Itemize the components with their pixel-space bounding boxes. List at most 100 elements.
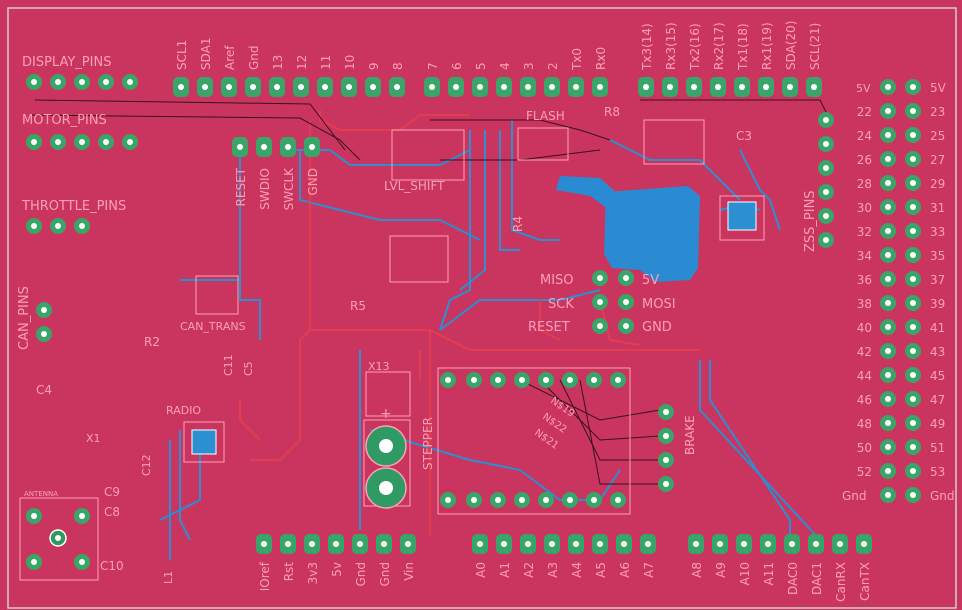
label-flash: FLASH: [526, 109, 565, 123]
double-header-left-label: 28: [857, 177, 872, 191]
double-header-left-label: 42: [857, 345, 872, 359]
zss-connector-pad: [818, 136, 834, 152]
motor-connector-pad: [74, 134, 90, 150]
header-top-left-label: Aref: [223, 45, 237, 70]
header-top-mid-pad: [472, 77, 488, 97]
double-header-left-label: 48: [857, 417, 872, 431]
driver-bottom-pad: [562, 492, 578, 508]
header-bottom-mid-pad: [592, 534, 608, 554]
header-top-mid-pad: [544, 77, 560, 97]
copper-pour-strip: [556, 176, 640, 214]
header-top-mid-label: 3: [522, 62, 536, 70]
header-swd-label: RESET: [234, 167, 248, 206]
header-top-left-pad: [245, 77, 261, 97]
double-header-right-label: 41: [930, 321, 945, 335]
header-top-mid-label: 2: [546, 62, 560, 70]
label-l1: L1: [162, 571, 175, 584]
header-bottom-right-label: DAC1: [810, 562, 824, 595]
pad-layer: [26, 74, 921, 570]
header-bottom-left-label: 3v3: [306, 562, 320, 584]
double-header-right-label: 27: [930, 153, 945, 167]
header-top-mid-pad: [496, 77, 512, 97]
header-top-right-label: Rx3(15): [664, 22, 678, 70]
can-connector-pad: [36, 326, 52, 342]
double-header-pad: [905, 247, 921, 263]
label-sck: SCK: [548, 297, 574, 312]
header-swd-pad: [256, 137, 272, 157]
double-header-left-label: 38: [857, 297, 872, 311]
double-header-pad: [905, 103, 921, 119]
header-top-mid-label: Tx0: [570, 48, 584, 71]
label-gnd-icsp: GND: [642, 320, 672, 335]
double-header-right-label: 39: [930, 297, 945, 311]
header-bottom-mid-pad: [496, 534, 512, 554]
double-header-pad: [905, 367, 921, 383]
display-connector-pad: [74, 74, 90, 90]
double-header-right-label: 23: [930, 105, 945, 119]
double-header-right-label: 31: [930, 201, 945, 215]
driver-bottom-pad: [490, 492, 506, 508]
label-c4: C4: [36, 383, 52, 397]
double-header-pad: [880, 199, 896, 215]
header-swd-pad: [232, 137, 248, 157]
double-header-right-label: 51: [930, 441, 945, 455]
header-bottom-left-pad: [256, 534, 272, 554]
label-x13: X13: [368, 360, 390, 373]
double-header-right-label: 49: [930, 417, 945, 431]
header-top-left-pad: [389, 77, 405, 97]
header-top-right-pad: [638, 77, 654, 97]
display-connector-pad: [122, 74, 138, 90]
double-header-pad: [905, 487, 921, 503]
double-header-pad: [905, 295, 921, 311]
motor-connector-pad: [122, 134, 138, 150]
double-header-pad: [905, 223, 921, 239]
header-bottom-left-label: IOref: [258, 561, 272, 591]
label-lvl-shift: LVL_SHIFT: [384, 179, 445, 193]
icsp-pad: [592, 318, 608, 334]
header-bottom-left-label: 5v: [330, 562, 344, 577]
header-bottom-right-pad: [808, 534, 824, 554]
header-bottom-right-label: CanTX: [858, 562, 872, 601]
throttle-connector-pad: [26, 218, 42, 234]
header-top-right-label: Tx3(14): [640, 23, 654, 71]
label-reset: RESET: [528, 320, 570, 335]
label-c9: C9: [104, 485, 120, 499]
double-header-left-label: 46: [857, 393, 872, 407]
icsp-pad: [592, 270, 608, 286]
double-header-pad: [880, 175, 896, 191]
header-bottom-left-pad: [400, 534, 416, 554]
header-top-right-label: SCL(21): [808, 23, 822, 70]
double-header-right-label: 53: [930, 465, 945, 479]
double-header-left-label: 22: [857, 105, 872, 119]
header-bottom-left-pad: [328, 534, 344, 554]
top-traces: [238, 110, 700, 535]
double-header-right-label: 29: [930, 177, 945, 191]
header-top-left-label: 11: [319, 55, 333, 70]
header-top-right-pad: [710, 77, 726, 97]
header-swd-label: SWCLK: [282, 167, 296, 211]
double-header-pad: [905, 319, 921, 335]
header-bottom-right-pad: [760, 534, 776, 554]
header-top-left-label: SDA1: [199, 38, 213, 71]
double-header-left-label: 24: [857, 129, 872, 143]
label-c12: C12: [140, 454, 153, 476]
zss-connector-pad: [818, 184, 834, 200]
label-stepper: STEPPER: [421, 417, 435, 470]
driver-top-pad: [538, 372, 554, 388]
driver-top-pad: [562, 372, 578, 388]
double-header-left-label: 44: [857, 369, 872, 383]
motor-connector-pad: [26, 134, 42, 150]
header-swd-pad: [280, 137, 296, 157]
motor-connector-pad: [98, 134, 114, 150]
stepper-hole: [379, 439, 393, 453]
header-bottom-left-label: Gnd: [354, 562, 368, 587]
header-top-mid-pad: [568, 77, 584, 97]
double-header-pad: [880, 343, 896, 359]
header-bottom-right-label: A9: [714, 562, 728, 578]
double-header-left-label: 34: [857, 249, 872, 263]
double-header-pad: [880, 151, 896, 167]
label-right-gnd: Gnd: [930, 489, 955, 503]
driver-bottom-pad: [586, 492, 602, 508]
header-bottom-left-pad: [304, 534, 320, 554]
